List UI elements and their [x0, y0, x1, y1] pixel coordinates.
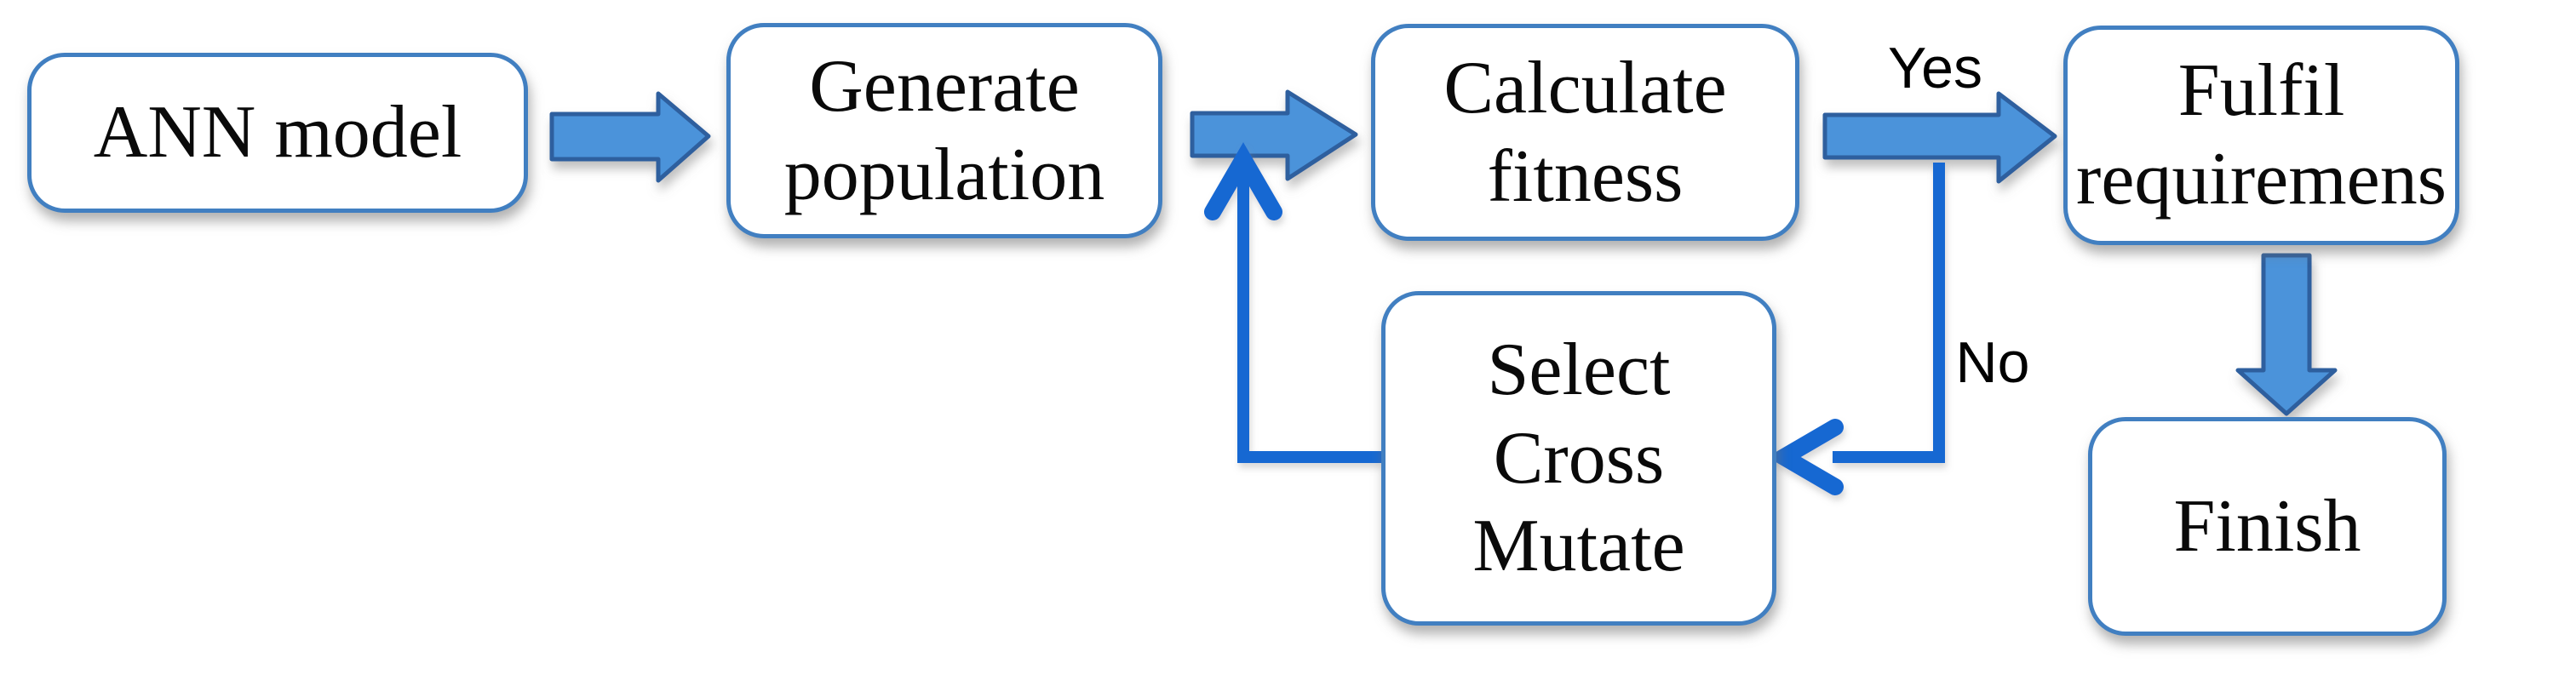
feedback-line-select-to-generate: [1237, 167, 1381, 463]
feedback-arrowhead-up-icon: [1204, 142, 1282, 220]
edge-label-yes: Yes: [1888, 36, 1982, 100]
arrow-generate-to-calculate: [1190, 89, 1358, 181]
node-finish-label: Finish: [2173, 484, 2361, 568]
node-calculate-fitness-label: Calculate fitness: [1443, 46, 1727, 218]
node-calculate-fitness: Calculate fitness: [1371, 24, 1799, 241]
node-select-cross-mutate: Select Cross Mutate: [1381, 291, 1776, 626]
node-generate-population-label: Generate population: [783, 44, 1105, 216]
node-ann-model-label: ANN model: [93, 91, 462, 174]
edge-label-no: No: [1955, 330, 2030, 395]
no-arrowhead-left-icon: [1767, 419, 1844, 495]
no-line-calculate-to-select: [1833, 163, 1945, 463]
arrow-yes-calculate-to-fulfil: [1822, 91, 2057, 184]
node-generate-population: Generate population: [726, 23, 1162, 238]
node-fulfil-requiremens: Fulfil requiremens: [2063, 26, 2459, 245]
arrow-ann-to-generate: [549, 91, 711, 183]
arrow-fulfil-to-finish: [2235, 253, 2338, 416]
node-ann-model: ANN model: [27, 53, 528, 213]
node-finish: Finish: [2088, 417, 2447, 636]
node-fulfil-requiremens-label: Fulfil requiremens: [2076, 49, 2447, 220]
node-select-cross-mutate-label: Select Cross Mutate: [1472, 328, 1685, 588]
